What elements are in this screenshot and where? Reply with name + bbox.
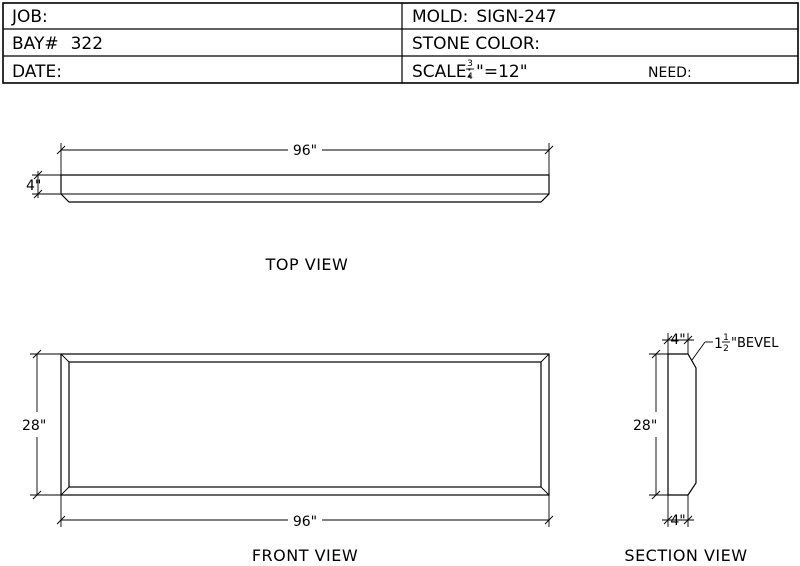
scale-value: 3 4 "=12" xyxy=(466,59,528,82)
top-view-outline xyxy=(60,174,550,203)
top-depth-tick-bottom xyxy=(33,189,43,199)
scale-label: SCALE: xyxy=(412,62,472,82)
bevel-whole: 1 xyxy=(714,336,723,352)
section-height-dim-text: 28" xyxy=(633,418,657,434)
top-view: 96" 4" TOP VIEW xyxy=(26,143,554,274)
front-view: 28" 96" FRONT VIEW xyxy=(22,349,554,565)
section-top-tick-left xyxy=(663,335,673,345)
top-width-tick-left xyxy=(56,145,66,155)
top-depth-tick-top xyxy=(33,170,43,180)
section-bottom-tick-left xyxy=(663,515,673,525)
top-view-label: TOP VIEW xyxy=(265,255,349,274)
front-corner-bevel-br xyxy=(540,486,550,496)
front-view-height-dimension: 28" xyxy=(22,349,61,500)
top-view-width-dimension: 96" xyxy=(56,143,554,175)
section-height-tick-top xyxy=(651,349,661,359)
mold-label-text: MOLD: xyxy=(412,7,468,27)
front-view-outer-outline xyxy=(60,353,550,496)
front-height-tick-top xyxy=(32,349,42,359)
bay-label: BAY# 322 xyxy=(12,34,103,54)
job-label: JOB: xyxy=(11,7,48,27)
bevel-fraction-denominator: 2 xyxy=(723,344,729,354)
section-bottom-dimension: 4" xyxy=(662,495,694,529)
top-width-dim-text: 96" xyxy=(293,143,317,159)
front-width-dim-text: 96" xyxy=(293,514,317,530)
front-height-tick-bottom xyxy=(32,490,42,500)
section-bottom-dim-text: 4" xyxy=(670,513,685,529)
title-block: JOB: BAY# 322 DATE: MOLD: SIGN-247 STONE C… xyxy=(2,2,799,84)
front-width-tick-left xyxy=(56,515,66,525)
section-bottom-tick-right xyxy=(683,515,693,525)
bay-value: 322 xyxy=(71,34,103,54)
section-height-tick-bottom xyxy=(651,490,661,500)
bevel-callout: 1 1 2 "BEVEL xyxy=(691,333,779,361)
section-top-tick-right xyxy=(683,335,693,345)
front-width-tick-right xyxy=(544,515,554,525)
scale-fraction-denominator: 4 xyxy=(467,72,473,82)
scale-fraction-numerator: 3 xyxy=(467,59,473,69)
section-view-outline xyxy=(667,353,697,496)
front-corner-bevel-tr xyxy=(540,353,550,363)
title-block-frame xyxy=(2,2,799,84)
front-corner-bevel-tl xyxy=(60,353,70,363)
section-view: 4" 1 1 2 "BEVEL 28" xyxy=(624,332,779,565)
front-view-label: FRONT VIEW xyxy=(252,546,358,565)
bevel-fraction-numerator: 1 xyxy=(723,333,729,343)
section-height-dimension: 28" xyxy=(633,349,668,500)
bevel-leader-line xyxy=(691,341,706,361)
mold-label: MOLD: SIGN-247 xyxy=(412,7,557,27)
top-view-depth-dimension: 4" xyxy=(26,170,61,199)
mold-value: SIGN-247 xyxy=(476,7,556,27)
stone-color-label: STONE COLOR: xyxy=(412,34,540,54)
front-corner-bevel-bl xyxy=(60,486,70,496)
front-view-width-dimension: 96" xyxy=(56,495,554,530)
section-top-dim-text: 4" xyxy=(670,332,685,348)
bevel-text: "BEVEL xyxy=(731,336,779,351)
need-label: NEED: xyxy=(648,65,692,81)
date-label: DATE: xyxy=(12,62,62,82)
front-height-dim-text: 28" xyxy=(22,418,46,434)
section-view-label: SECTION VIEW xyxy=(624,546,747,565)
front-view-inner-outline xyxy=(68,361,542,488)
top-depth-dim-text: 4" xyxy=(26,178,41,194)
scale-value-text: "=12" xyxy=(476,62,528,82)
bay-label-text: BAY# xyxy=(12,34,59,54)
section-top-dimension: 4" xyxy=(662,332,694,354)
top-width-tick-right xyxy=(544,145,554,155)
